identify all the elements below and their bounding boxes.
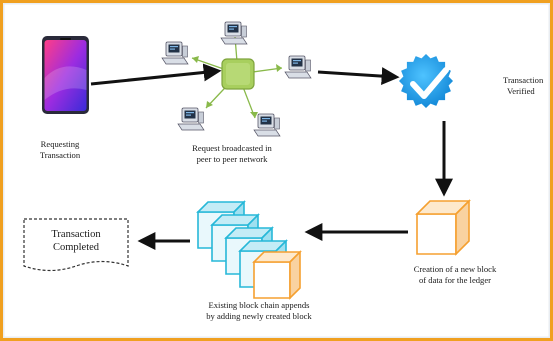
arrow-network-to-verified [317,67,400,86]
computer-icon [161,41,189,65]
computer-icon [284,55,312,79]
request-label: Requesting Transaction [39,139,81,160]
append-label: Existing block chain appends by adding n… [206,300,312,321]
completed-label: Transaction Completed [51,229,101,253]
completed-shape [23,218,129,272]
verified-checkmark-icon [399,54,453,108]
block-icon [415,199,471,256]
computer-icon [220,21,248,45]
computer-icon [177,107,205,131]
network-hub-icon [221,58,255,90]
appended-block [252,250,302,300]
new-block-label: Creation of a new block of data for the … [413,264,497,285]
peer-computers [161,21,312,137]
verified-label: Transaction Verified [503,75,544,96]
arrow-phone-to-network [90,63,222,86]
smartphone-icon [42,36,89,114]
computer-icon [253,113,281,137]
blockchain-icon [196,200,302,300]
broadcast-label: Request broadcasted in peer to peer netw… [192,143,272,164]
